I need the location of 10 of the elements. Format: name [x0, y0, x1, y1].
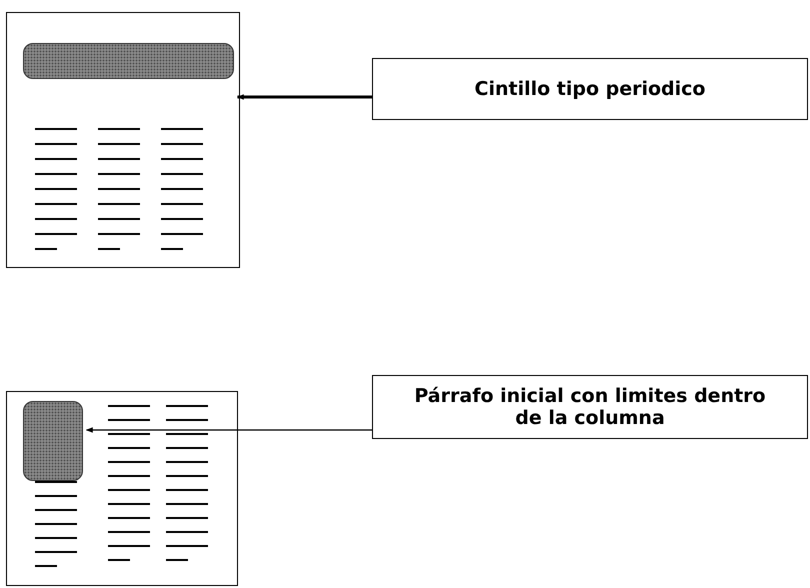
callout-text: Cintillo tipo periodico: [474, 78, 706, 100]
leader-arrow: [86, 427, 372, 433]
callout-box: [372, 375, 808, 439]
shaded-block: [23, 43, 234, 79]
shaded-block: [23, 401, 83, 481]
callout-text: Párrafo inicial con limites dentro de la columna: [413, 385, 767, 429]
callout-box: [372, 58, 808, 120]
page-drawing: [6, 12, 240, 268]
page-drawing: [6, 391, 238, 586]
leader-arrow: [236, 94, 372, 100]
